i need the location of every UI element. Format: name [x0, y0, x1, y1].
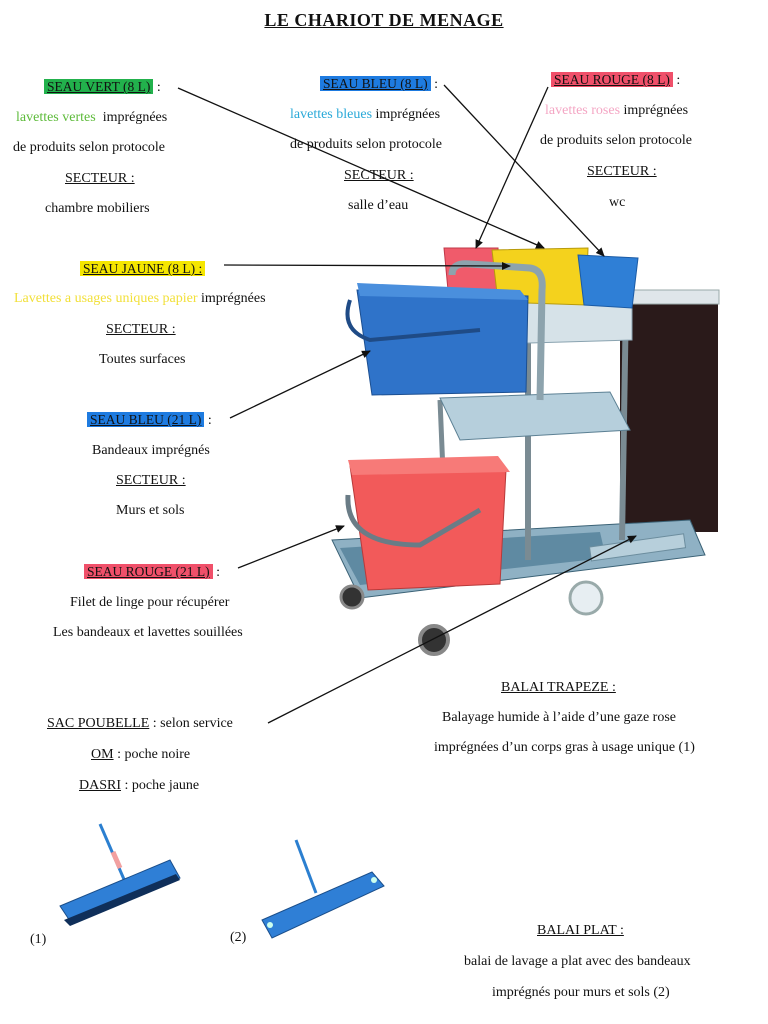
balai-trapeze-heading: BALAI TRAPEZE :	[501, 680, 616, 695]
big-red-bucket	[349, 465, 507, 591]
big-blue-bucket-lid	[357, 283, 528, 300]
rouge8-line1-rest: imprégnées	[623, 103, 689, 118]
vert-colon: :	[156, 80, 161, 95]
jaune-line1: Lavettes a usages uniques papier imprégn…	[14, 291, 266, 307]
vert-label: SEAU VERT (8 L)	[44, 79, 154, 94]
broom-1-head	[59, 859, 181, 925]
bleu8-line1: lavettes bleues imprégnées	[290, 107, 440, 123]
om-rest: : poche noire	[117, 747, 191, 762]
rouge8-zone: wc	[609, 195, 626, 210]
broom-flat-image	[261, 839, 385, 939]
rouge21-label-row: SEAU ROUGE (21 L) :	[84, 564, 220, 581]
cleaning-cart-image	[331, 247, 720, 656]
dasri-rest: : poche jaune	[124, 778, 200, 793]
broom-2-handle	[294, 839, 318, 894]
jaune-label-row: SEAU JAUNE (8 L) :	[80, 261, 206, 278]
sac-row: SAC POUBELLE : selon service	[47, 716, 233, 732]
rouge8-colon: :	[676, 73, 681, 88]
vert-color-text: lavettes vertes	[16, 110, 96, 125]
rouge8-secteur: SECTEUR :	[587, 164, 657, 179]
arrow-bleu21	[229, 350, 371, 419]
jaune-zone: Toutes surfaces	[99, 352, 186, 367]
rouge21-line2: Les bandeaux et lavettes souillées	[53, 625, 243, 640]
om-row: OM : poche noire	[91, 747, 190, 763]
jaune-line1-rest: imprégnées	[201, 291, 266, 306]
bleu21-colon: :	[207, 413, 212, 428]
balai-trapeze-line1: Balayage humide à l’aide d’une gaze rose	[442, 710, 677, 725]
bleu21-zone: Murs et sols	[116, 503, 185, 518]
bleu8-color-text: lavettes bleues	[290, 107, 373, 122]
caption-1: (1)	[30, 932, 47, 947]
rouge8-label-row: SEAU ROUGE (8 L) :	[551, 72, 680, 89]
wheel-back	[568, 580, 604, 616]
caption-2: (2)	[230, 930, 247, 945]
balai-plat-heading: BALAI PLAT :	[537, 923, 624, 938]
broom-2-clip-right	[371, 877, 377, 883]
broom-2-head	[261, 871, 385, 939]
balai-plat-line1: balai de lavage a plat avec des bandeaux	[464, 954, 691, 969]
dasri-row: DASRI : poche jaune	[79, 778, 199, 794]
vert-label-row: SEAU VERT (8 L) :	[44, 79, 161, 96]
arrow-vert	[177, 87, 545, 249]
vert-line2: de produits selon protocole	[13, 140, 166, 155]
wheel-front-right	[418, 624, 450, 656]
trash-bag-panel	[620, 300, 718, 532]
bleu8-line1-rest: imprégnées	[375, 107, 441, 122]
vert-line1-rest: imprégnées	[102, 110, 168, 125]
red-bucket-handle	[345, 494, 482, 548]
rouge21-colon: :	[216, 565, 221, 580]
bleu21-label: SEAU BLEU (21 L)	[87, 412, 205, 427]
broom-2-clip-left	[267, 922, 273, 928]
bleu21-label-row: SEAU BLEU (21 L) :	[87, 412, 212, 429]
arrow-rouge21	[237, 525, 345, 569]
rouge8-line1: lavettes roses imprégnées	[545, 103, 688, 119]
jaune-color-text: Lavettes a usages uniques papier	[14, 291, 198, 306]
middle-shelf	[439, 391, 631, 441]
big-blue-bucket	[356, 289, 529, 396]
leader-arrows	[177, 84, 637, 724]
broom-1-edge	[64, 874, 180, 926]
bleu8-line2: de produits selon protocole	[290, 137, 443, 152]
rouge8-line2: de produits selon protocole	[540, 133, 693, 148]
wheel-front-left	[339, 584, 365, 610]
rouge8-color-text: lavettes roses	[545, 103, 621, 118]
rouge8-label: SEAU ROUGE (8 L)	[551, 72, 673, 87]
bleu8-colon: :	[434, 77, 439, 92]
dasri-label: DASRI	[79, 778, 122, 793]
rouge21-line1: Filet de linge pour récupérer	[70, 595, 230, 610]
sac-rest: : selon service	[152, 716, 233, 731]
broom-trapeze-image	[59, 823, 181, 926]
jaune-secteur: SECTEUR :	[106, 322, 176, 337]
cart-handle	[448, 260, 546, 401]
arrow-sac	[267, 535, 637, 724]
bleu8-zone: salle d’eau	[348, 198, 409, 213]
vert-line1: lavettes vertes imprégnées	[16, 110, 167, 126]
bleu21-line1: Bandeaux imprégnés	[92, 443, 210, 458]
big-red-bucket-lid	[348, 456, 510, 475]
page-title: LE CHARIOT DE MENAGE	[264, 10, 504, 30]
sac-label: SAC POUBELLE	[47, 716, 150, 731]
arrow-jaune	[223, 261, 511, 270]
om-label: OM	[91, 747, 114, 762]
small-blue-bucket	[577, 254, 639, 309]
bleu8-label: SEAU BLEU (8 L)	[320, 76, 431, 91]
bleu21-secteur: SECTEUR :	[116, 473, 186, 488]
vert-secteur: SECTEUR :	[65, 171, 135, 186]
rouge21-label: SEAU ROUGE (21 L)	[84, 564, 213, 579]
bleu8-label-row: SEAU BLEU (8 L) :	[320, 76, 438, 93]
arrow-rouge8	[475, 86, 549, 249]
vert-zone: chambre mobiliers	[45, 201, 150, 216]
blue-bucket-handle	[345, 299, 481, 343]
broom-1-grip	[110, 850, 123, 870]
balai-trapeze-line2: imprégnées d’un corps gras à usage uniqu…	[434, 740, 695, 755]
balai-plat-line2: imprégnés pour murs et sols (2)	[492, 985, 670, 1000]
jaune-label: SEAU JAUNE (8 L) :	[80, 261, 206, 276]
arrow-bleu8	[443, 84, 605, 257]
